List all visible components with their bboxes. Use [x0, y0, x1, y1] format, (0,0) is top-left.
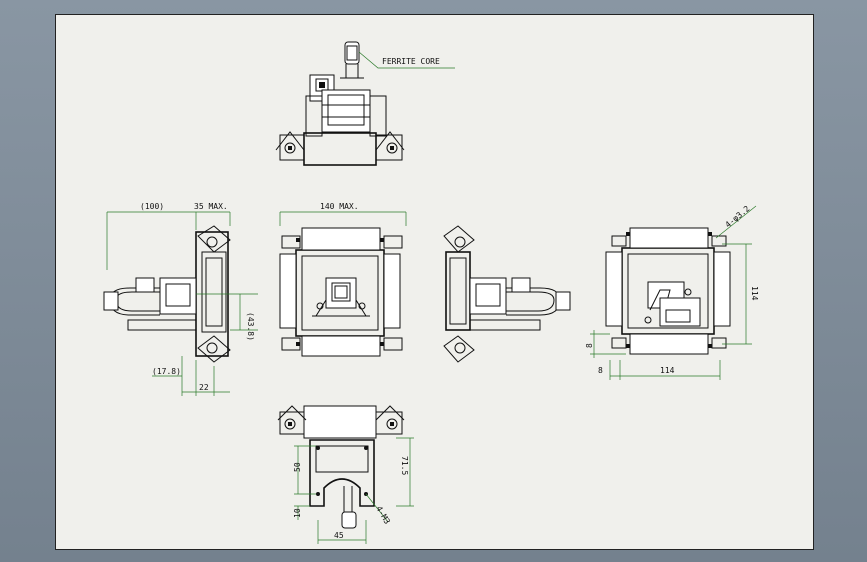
dim-50: 50: [293, 462, 302, 472]
dim-35max: 35 MAX.: [194, 202, 228, 211]
dim-114-vertical: 114: [750, 286, 759, 301]
dim-71-5: 71.5: [400, 456, 409, 475]
rear-view: [605, 227, 731, 355]
dim-10: 10: [293, 508, 302, 518]
dim-45: 45: [334, 531, 344, 540]
label-ferrite-core: FERRITE CORE: [382, 57, 440, 66]
left-view: [103, 225, 231, 363]
dim-8-a: 8: [585, 343, 594, 348]
top-view: [275, 41, 405, 166]
dim-43-8: (43.8): [246, 312, 255, 341]
dim-4-m3: 4-M3: [374, 505, 392, 526]
bottom-view: [277, 405, 405, 529]
dim-8-b: 8: [598, 366, 603, 375]
front-view: [279, 227, 403, 357]
dim-140max: 140 MAX.: [320, 202, 359, 211]
dim-100: (100): [140, 202, 164, 211]
dim-17-8: (17.8): [152, 367, 181, 376]
dim-114-horizontal: 114: [660, 366, 675, 375]
right-side-view: [443, 225, 571, 363]
dim-4-phi3-2: 4-φ3.2: [724, 204, 752, 230]
dim-22: 22: [199, 383, 209, 392]
